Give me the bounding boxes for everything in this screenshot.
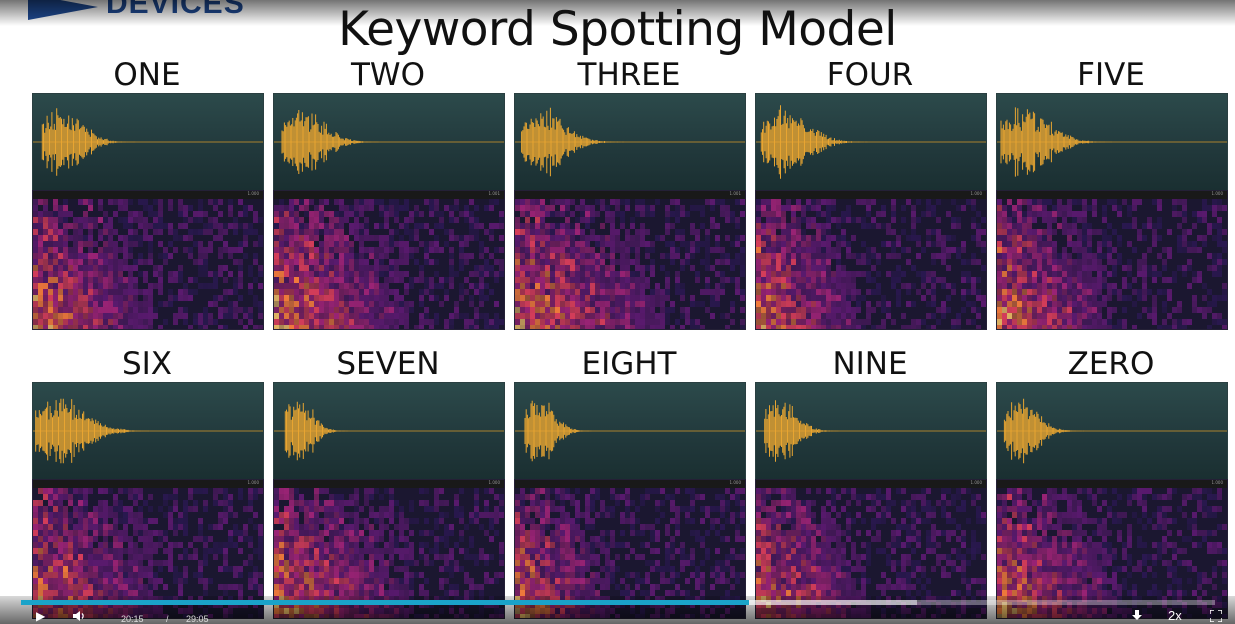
- spectrogram-header: 1.001: [515, 191, 745, 199]
- waveform-panel: [32, 382, 264, 480]
- waveform-graph: [756, 105, 986, 179]
- keyword-label: SEVEN: [336, 346, 440, 382]
- spectrogram-tag: 1.001: [488, 191, 500, 196]
- duration: 29:05: [186, 614, 209, 624]
- waveform-graph: [515, 400, 745, 462]
- keyword-label: THREE: [577, 57, 681, 93]
- spectrogram-header: 1.000: [997, 191, 1227, 199]
- waveform-graph: [997, 107, 1227, 177]
- spectrogram-graph: [515, 199, 745, 329]
- waveform-panel: [755, 93, 987, 191]
- progress-played: [21, 600, 750, 605]
- keyword-label: EIGHT: [581, 346, 677, 382]
- spectrogram-tag: 1.000: [1211, 480, 1223, 485]
- spectrogram-graph: [997, 488, 1227, 618]
- spectrogram-panel: 1.000: [755, 190, 987, 330]
- progress-bar[interactable]: [21, 600, 1215, 605]
- spectrogram-tag: 1.000: [247, 191, 259, 196]
- waveform-graph: [997, 398, 1227, 464]
- spectrogram-tag: 1.000: [970, 191, 982, 196]
- keyword-label: NINE: [832, 346, 908, 382]
- keyword-label: SIX: [121, 346, 173, 382]
- spectrogram-header: 1.000: [756, 480, 986, 488]
- keyword-label: FOUR: [826, 57, 914, 93]
- waveform-graph: [33, 108, 263, 176]
- play-button[interactable]: ▶: [36, 610, 45, 622]
- spectrogram-header: 1.000: [33, 480, 263, 488]
- spectrogram-header: 1.000: [274, 480, 504, 488]
- play-icon: ▶: [36, 609, 46, 623]
- playback-speed-button[interactable]: 2x: [1168, 608, 1182, 623]
- waveform-panel: [273, 382, 505, 480]
- waveform-graph: [33, 398, 263, 464]
- spectrogram-graph: [997, 199, 1227, 329]
- waveform-panel: [32, 93, 264, 191]
- volume-icon: [73, 611, 84, 621]
- keyword-label: FIVE: [1077, 57, 1145, 93]
- spectrogram-panel: 1.000: [755, 479, 987, 619]
- time-separator: /: [166, 614, 169, 624]
- spectrogram-tag: 1.000: [1211, 191, 1223, 196]
- waveform-graph: [756, 400, 986, 462]
- spectrogram-graph: [756, 199, 986, 329]
- waveform-panel: [755, 382, 987, 480]
- spectrogram-tag: 1.001: [729, 191, 741, 196]
- waveform-panel: [514, 382, 746, 480]
- spectrogram-panel: 1.001: [273, 190, 505, 330]
- spectrogram-header: 1.000: [997, 480, 1227, 488]
- spectrogram-graph: [33, 199, 263, 329]
- fullscreen-icon: [1209, 609, 1223, 623]
- spectrogram-tag: 1.000: [970, 480, 982, 485]
- slide-title: Keyword Spotting Model: [338, 2, 897, 57]
- waveform-panel: [996, 382, 1228, 480]
- spectrogram-tag: 1.000: [488, 480, 500, 485]
- waveform-graph: [515, 107, 745, 177]
- keyword-label: ONE: [113, 57, 181, 93]
- spectrogram-header: 1.001: [274, 191, 504, 199]
- waveform-graph: [274, 110, 504, 174]
- spectrogram-panel: 1.000: [996, 190, 1228, 330]
- current-time: 20:15: [121, 614, 144, 624]
- volume-button[interactable]: [72, 610, 86, 624]
- spectrogram-header: 1.000: [33, 191, 263, 199]
- spectrogram-panel: 1.000: [996, 479, 1228, 619]
- keyword-label: TWO: [351, 57, 425, 93]
- waveform-panel: [273, 93, 505, 191]
- spectrogram-header: 1.000: [756, 191, 986, 199]
- spectrogram-tag: 1.000: [729, 480, 741, 485]
- download-button[interactable]: [1131, 610, 1143, 624]
- keyword-label: ZERO: [1067, 346, 1155, 382]
- fullscreen-button[interactable]: [1209, 609, 1223, 624]
- waveform-panel: [514, 93, 746, 191]
- spectrogram-header: 1.000: [515, 480, 745, 488]
- player-controls: ▶ 20:15 / 29:05 2x: [0, 596, 1235, 624]
- spectrogram-panel: 1.001: [514, 190, 746, 330]
- download-icon: [1132, 610, 1142, 620]
- spectrogram-graph: [274, 199, 504, 329]
- spectrogram-panel: 1.000: [32, 190, 264, 330]
- spectrogram-tag: 1.000: [247, 480, 259, 485]
- waveform-graph: [274, 401, 504, 461]
- waveform-panel: [996, 93, 1228, 191]
